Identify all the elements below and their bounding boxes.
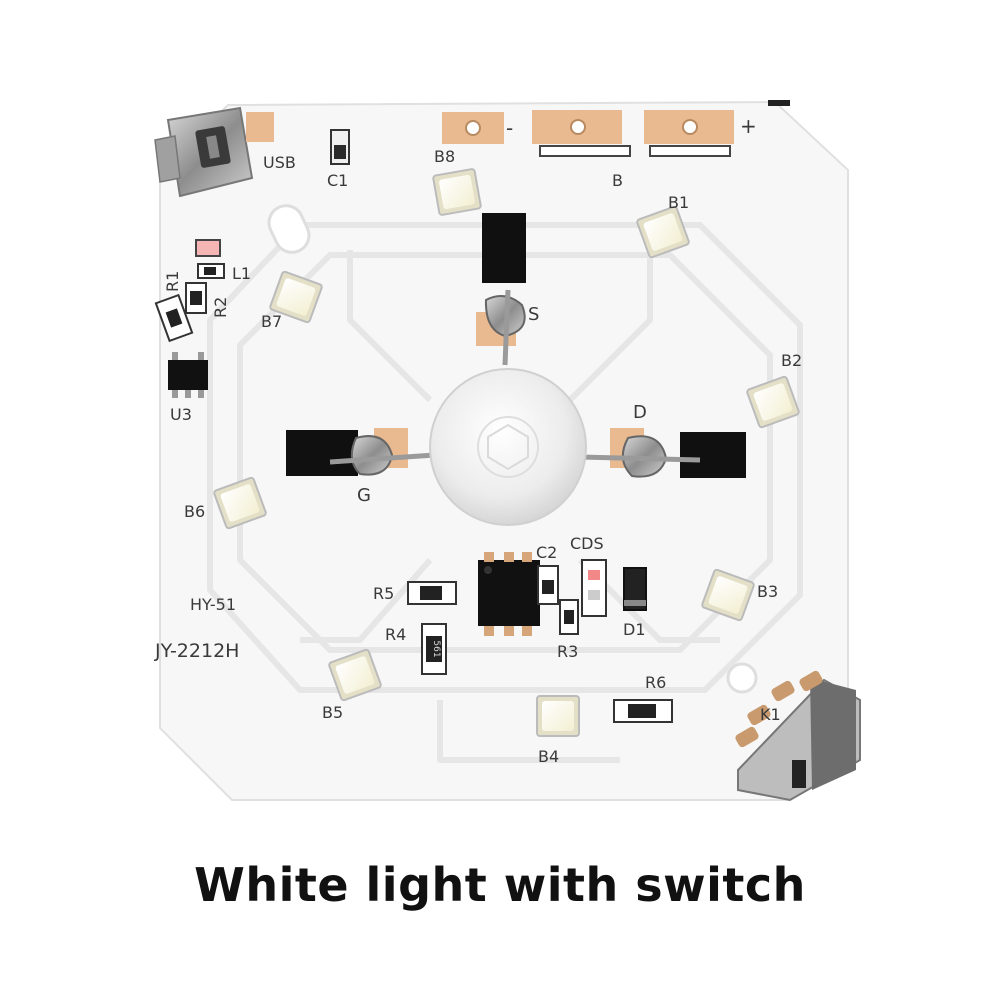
board-edge-mark xyxy=(768,100,790,106)
label-r6: R6 xyxy=(645,673,666,692)
label-b7: B7 xyxy=(261,312,282,331)
ic-u3 xyxy=(168,352,208,398)
label-usb: USB xyxy=(263,153,296,172)
label-b6: B6 xyxy=(184,502,205,521)
label-b1: B1 xyxy=(668,193,689,212)
slide-switch-k1 xyxy=(735,670,861,802)
resistor-r6 xyxy=(613,699,673,723)
label-r2: R2 xyxy=(211,297,230,318)
label-r3: R3 xyxy=(557,642,578,661)
resistor-r2 xyxy=(185,282,207,314)
label-r1: R1 xyxy=(163,271,182,292)
battery-terminals xyxy=(442,110,734,157)
capacitor-c1 xyxy=(330,129,350,165)
label-k1: K1 xyxy=(760,705,781,724)
label-b5: B5 xyxy=(322,703,343,722)
label-pin-g: G xyxy=(357,485,371,506)
label-l1: L1 xyxy=(232,264,251,283)
resistor-r4-marking: 561 xyxy=(431,640,441,657)
label-b2: B2 xyxy=(781,351,802,370)
led-b1 xyxy=(636,205,690,259)
label-b4: B4 xyxy=(538,747,559,766)
indicator-led-l1 xyxy=(195,239,225,279)
resistor-r5 xyxy=(407,581,457,605)
silkscreen: USB C1 L1 R1 R2 U3 B1 B2 B3 B4 B5 B6 B7 … xyxy=(154,114,802,766)
label-b-terminal: B xyxy=(612,171,623,190)
led-b3 xyxy=(701,568,755,622)
resistor-r3 xyxy=(559,599,579,635)
label-plus: + xyxy=(740,114,757,138)
label-r4: R4 xyxy=(385,625,406,644)
pir-sensor xyxy=(286,213,746,526)
label-model-hy51: HY-51 xyxy=(190,595,236,614)
ic-main xyxy=(478,552,540,636)
photoresistor-cds xyxy=(581,559,607,617)
label-c1: C1 xyxy=(327,171,348,190)
resistor-r4: 561 xyxy=(421,623,447,675)
led-b8 xyxy=(432,168,482,216)
label-d1: D1 xyxy=(623,620,646,639)
label-cds: CDS xyxy=(570,534,604,553)
led-b6 xyxy=(213,476,267,530)
label-b8: B8 xyxy=(434,147,455,166)
led-b7 xyxy=(269,270,323,324)
usb-port xyxy=(154,106,254,198)
label-pin-s: S xyxy=(528,304,539,325)
mounting-holes xyxy=(267,204,758,694)
label-r5: R5 xyxy=(373,584,394,603)
label-c2: C2 xyxy=(536,543,557,562)
label-u3: U3 xyxy=(170,405,192,424)
capacitor-c2 xyxy=(537,565,559,605)
led-b5 xyxy=(328,648,382,702)
label-minus: - xyxy=(506,116,513,140)
product-caption: White light with switch xyxy=(194,858,806,912)
diode-d1 xyxy=(623,567,647,611)
label-pin-d: D xyxy=(633,402,647,423)
copper-pad xyxy=(246,112,274,142)
pcb-traces xyxy=(207,222,803,763)
led-b4 xyxy=(536,695,580,737)
led-b2 xyxy=(746,375,800,429)
label-model-jy2212h: JY-2212H xyxy=(154,640,239,662)
label-b3: B3 xyxy=(757,582,778,601)
